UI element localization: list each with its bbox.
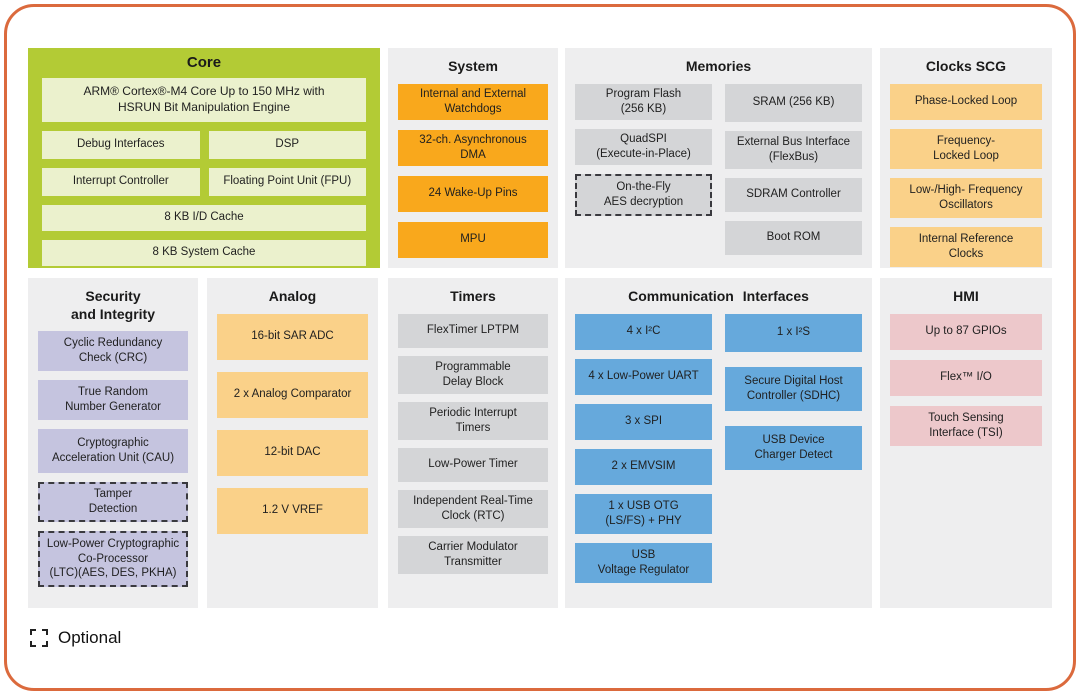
block-vref: 1.2 V VREF: [217, 487, 368, 534]
block-watchdogs: Internal and External Watchdogs: [398, 83, 548, 120]
block-sdram-controller: SDRAM Controller: [725, 177, 862, 212]
block-program-flash: Program Flash (256 KB): [575, 83, 712, 120]
section-clocks-scg: Clocks SCG Phase-Locked Loop Frequency- …: [880, 48, 1052, 268]
core-row-interrupt-fpu: Interrupt Controller Floating Point Unit…: [42, 167, 366, 196]
hmi-block-stack: Up to 87 GPIOs Flex™ I/O Touch Sensing I…: [880, 313, 1052, 446]
block-tamper-detection-optional: Tamper Detection: [38, 482, 188, 522]
comm-columns: 4 x I²C 4 x Low-Power UART 3 x SPI 2 x E…: [565, 313, 872, 583]
block-internal-ref-clocks: Internal Reference Clocks: [890, 226, 1042, 267]
section-security-title: Security and Integrity: [70, 288, 155, 322]
section-timers: Timers FlexTimer LPTPM Programmable Dela…: [388, 278, 558, 608]
block-system-cache: 8 KB System Cache: [42, 239, 366, 266]
block-sar-adc: 16-bit SAR ADC: [217, 313, 368, 360]
block-fll: Frequency- Locked Loop: [890, 128, 1042, 169]
security-block-stack: Cyclic Redundancy Check (CRC) True Rando…: [28, 331, 198, 587]
analog-block-stack: 16-bit SAR ADC 2 x Analog Comparator 12-…: [207, 313, 378, 534]
block-async-dma: 32-ch. Asynchronous DMA: [398, 129, 548, 166]
section-hmi-title: HMI: [953, 288, 979, 304]
comm-left-column: 4 x I²C 4 x Low-Power UART 3 x SPI 2 x E…: [575, 313, 712, 583]
block-low-power-uart: 4 x Low-Power UART: [575, 358, 712, 395]
section-communication-interfaces: Communication Interfaces 4 x I²C 4 x Low…: [565, 278, 872, 608]
section-system-title: System: [448, 58, 498, 74]
block-pdb: Programmable Delay Block: [398, 355, 548, 394]
block-interrupt-controller: Interrupt Controller: [42, 167, 200, 196]
block-flex-io: Flex™ I/O: [890, 359, 1042, 396]
section-memories: Memories Program Flash (256 KB) QuadSPI …: [565, 48, 872, 268]
block-cmt: Carrier Modulator Transmitter: [398, 535, 548, 574]
block-gpios: Up to 87 GPIOs: [890, 313, 1042, 350]
block-low-power-timer: Low-Power Timer: [398, 447, 548, 482]
section-memories-title: Memories: [685, 58, 752, 74]
core-block-stack: ARM® Cortex®-M4 Core Up to 150 MHz with …: [42, 77, 366, 266]
timers-block-stack: FlexTimer LPTPM Programmable Delay Block…: [388, 313, 558, 574]
block-quadspi: QuadSPI (Execute-in-Place): [575, 128, 712, 165]
block-dac: 12-bit DAC: [217, 429, 368, 476]
block-boot-rom: Boot ROM: [725, 220, 862, 255]
block-dsp: DSP: [208, 130, 366, 159]
clocks-block-stack: Phase-Locked Loop Frequency- Locked Loop…: [880, 83, 1052, 267]
section-clocks-title: Clocks SCG: [925, 58, 1007, 74]
section-hmi: HMI Up to 87 GPIOs Flex™ I/O Touch Sensi…: [880, 278, 1052, 608]
block-usb-charger-detect: USB Device Charger Detect: [725, 425, 862, 470]
block-pll: Phase-Locked Loop: [890, 83, 1042, 120]
block-trng: True Random Number Generator: [38, 380, 188, 420]
block-aes-decryption-optional: On-the-Fly AES decryption: [575, 173, 712, 216]
section-comm-title: Communication Interfaces: [628, 288, 809, 304]
system-block-stack: Internal and External Watchdogs 32-ch. A…: [388, 83, 558, 258]
section-analog-title: Analog: [268, 288, 317, 304]
memories-left-column: Program Flash (256 KB) QuadSPI (Execute-…: [575, 83, 712, 255]
section-timers-title: Timers: [450, 288, 496, 304]
core-row-debug-dsp: Debug Interfaces DSP: [42, 130, 366, 159]
block-emvsim: 2 x EMVSIM: [575, 448, 712, 485]
block-usb-voltage-regulator: USB Voltage Regulator: [575, 542, 712, 583]
optional-dashed-box-icon: [30, 629, 48, 647]
legend-label: Optional: [58, 628, 122, 647]
block-ltc-coprocessor-optional: Low-Power Cryptographic Co-Processor (LT…: [38, 531, 188, 587]
block-tsi: Touch Sensing Interface (TSI): [890, 405, 1042, 446]
block-usb-otg: 1 x USB OTG (LS/FS) + PHY: [575, 493, 712, 534]
block-analog-comparator: 2 x Analog Comparator: [217, 371, 368, 418]
block-fpu: Floating Point Unit (FPU): [208, 167, 366, 196]
block-i2s: 1 x I²S: [725, 313, 862, 352]
section-core-title: Core: [186, 54, 222, 71]
block-id-cache: 8 KB I/D Cache: [42, 204, 366, 231]
block-flexbus: External Bus Interface (FlexBus): [725, 130, 862, 169]
section-core: Core ARM® Cortex®-M4 Core Up to 150 MHz …: [28, 48, 380, 268]
block-sram: SRAM (256 KB): [725, 83, 862, 122]
block-flextimer: FlexTimer LPTPM: [398, 313, 548, 348]
memories-right-column: SRAM (256 KB) External Bus Interface (Fl…: [725, 83, 862, 255]
block-pit: Periodic Interrupt Timers: [398, 401, 548, 440]
block-i2c: 4 x I²C: [575, 313, 712, 350]
legend: Optional: [30, 628, 121, 648]
comm-right-column: 1 x I²S Secure Digital Host Controller (…: [725, 313, 862, 583]
section-security-integrity: Security and Integrity Cyclic Redundancy…: [28, 278, 198, 608]
block-debug-interfaces: Debug Interfaces: [42, 130, 200, 159]
section-system: System Internal and External Watchdogs 3…: [388, 48, 558, 268]
block-rtc: Independent Real-Time Clock (RTC): [398, 489, 548, 528]
block-crc: Cyclic Redundancy Check (CRC): [38, 331, 188, 371]
block-sdhc: Secure Digital Host Controller (SDHC): [725, 366, 862, 411]
memories-columns: Program Flash (256 KB) QuadSPI (Execute-…: [565, 83, 872, 255]
block-wakeup-pins: 24 Wake-Up Pins: [398, 175, 548, 212]
block-spi: 3 x SPI: [575, 403, 712, 440]
block-cau: Cryptographic Acceleration Unit (CAU): [38, 429, 188, 473]
block-arm-cortex-m4: ARM® Cortex®-M4 Core Up to 150 MHz with …: [42, 77, 366, 122]
block-oscillators: Low-/High- Frequency Oscillators: [890, 177, 1042, 218]
block-mpu: MPU: [398, 221, 548, 258]
section-analog: Analog 16-bit SAR ADC 2 x Analog Compara…: [207, 278, 378, 608]
